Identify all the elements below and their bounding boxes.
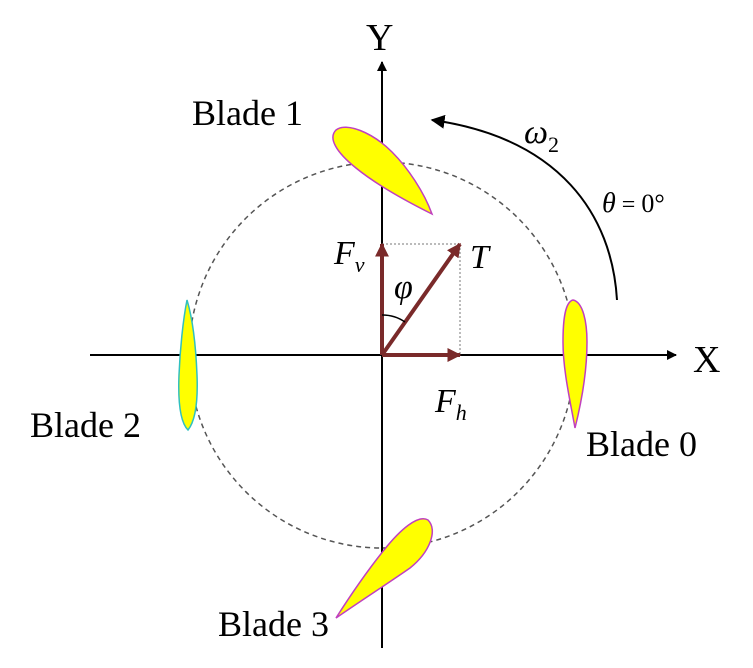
- blade-3-airfoil: [335, 518, 433, 619]
- rotation-speed-label: ω2: [524, 114, 559, 157]
- blade-1-label: Blade 1: [192, 93, 303, 133]
- blade-3-label: Blade 3: [218, 604, 329, 644]
- x-axis-label: X: [693, 339, 720, 381]
- thrust-label: T: [470, 239, 491, 276]
- azimuth-angle-label: θ=0°: [602, 188, 665, 219]
- vertical-force-label: Fv: [333, 235, 365, 277]
- blade-0-label: Blade 0: [586, 424, 697, 464]
- angle-label: φ: [394, 269, 413, 306]
- horizontal-force-label: Fh: [434, 383, 467, 425]
- thrust-arrow: [380, 242, 462, 357]
- blade-2-label: Blade 2: [30, 405, 141, 445]
- blade-0-airfoil: [562, 299, 588, 429]
- rotation-arrow: [430, 114, 618, 301]
- blade-2-airfoil: [178, 299, 198, 432]
- blade-1-airfoil: [332, 126, 434, 216]
- angle-arc: [381, 314, 406, 323]
- y-axis-label: Y: [366, 17, 393, 59]
